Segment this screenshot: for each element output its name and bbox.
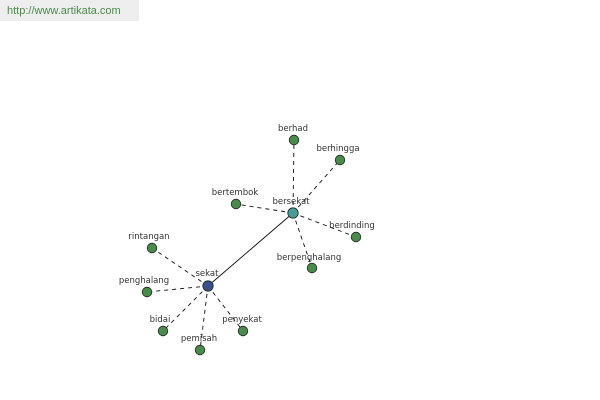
node-dot-berdinding[interactable] bbox=[350, 231, 362, 243]
node-label-berhad[interactable]: berhad bbox=[278, 124, 308, 134]
node-berhad[interactable]: berhad bbox=[278, 124, 308, 146]
node-dot-penyekat[interactable] bbox=[237, 325, 249, 337]
node-label-berpenghalang[interactable]: berpenghalang bbox=[277, 253, 341, 263]
node-label-sekat[interactable]: sekat bbox=[196, 269, 220, 279]
node-dot-bersekat[interactable] bbox=[287, 207, 299, 219]
node-label-bidai[interactable]: bidai bbox=[150, 315, 171, 325]
edge-sekat-bidai bbox=[162, 285, 209, 332]
node-label-berhingga[interactable]: berhingga bbox=[316, 144, 359, 154]
url-banner: http://www.artikata.com bbox=[0, 0, 139, 21]
node-label-berdinding[interactable]: berdinding bbox=[329, 221, 375, 231]
node-berhingga[interactable]: berhingga bbox=[316, 144, 360, 166]
site-url[interactable]: http://www.artikata.com bbox=[7, 5, 121, 17]
node-dot-bertembok[interactable] bbox=[230, 198, 242, 210]
node-bersekat[interactable]: bersekat bbox=[272, 197, 310, 219]
edge-bersekat-berdinding bbox=[292, 212, 357, 238]
node-bertembok[interactable]: bertembok bbox=[212, 188, 259, 210]
graph-nodes: sekat bersekat berhad berhingga bertembok ber… bbox=[119, 124, 375, 356]
edge-sekat-rintangan bbox=[151, 247, 209, 287]
node-pemisah[interactable]: pemisah bbox=[181, 334, 217, 356]
node-label-bertembok[interactable]: bertembok bbox=[212, 188, 259, 198]
node-dot-pemisah[interactable] bbox=[194, 344, 206, 356]
node-dot-sekat[interactable] bbox=[202, 280, 214, 292]
edge-sekat-penghalang bbox=[146, 285, 209, 293]
edge-sekat-bersekat bbox=[207, 212, 294, 287]
edge-bersekat-berpenghalang bbox=[292, 212, 313, 269]
node-bidai[interactable]: bidai bbox=[150, 315, 171, 337]
edge-bersekat-berhingga bbox=[292, 159, 341, 214]
node-dot-penghalang[interactable] bbox=[141, 286, 153, 298]
graph-edges bbox=[146, 139, 357, 351]
node-rintangan[interactable]: rintangan bbox=[128, 232, 170, 254]
node-berdinding[interactable]: berdinding bbox=[329, 221, 375, 243]
node-dot-berpenghalang[interactable] bbox=[306, 262, 318, 274]
node-dot-rintangan[interactable] bbox=[146, 242, 158, 254]
node-label-penghalang[interactable]: penghalang bbox=[119, 276, 169, 286]
node-penghalang[interactable]: penghalang bbox=[119, 276, 169, 298]
node-dot-berhingga[interactable] bbox=[334, 154, 346, 166]
node-sekat[interactable]: sekat bbox=[196, 269, 220, 292]
node-label-penyekat[interactable]: penyekat bbox=[222, 315, 262, 325]
edge-bersekat-bertembok bbox=[235, 203, 294, 214]
node-berpenghalang[interactable]: berpenghalang bbox=[277, 253, 341, 274]
edge-sekat-pemisah bbox=[199, 285, 209, 351]
node-label-rintangan[interactable]: rintangan bbox=[128, 232, 169, 242]
node-dot-berhad[interactable] bbox=[288, 134, 300, 146]
node-label-bersekat[interactable]: bersekat bbox=[272, 197, 310, 207]
node-penyekat[interactable]: penyekat bbox=[222, 315, 262, 337]
node-label-pemisah[interactable]: pemisah bbox=[181, 334, 217, 344]
node-dot-bidai[interactable] bbox=[157, 325, 169, 337]
edge-sekat-penyekat bbox=[207, 285, 244, 332]
